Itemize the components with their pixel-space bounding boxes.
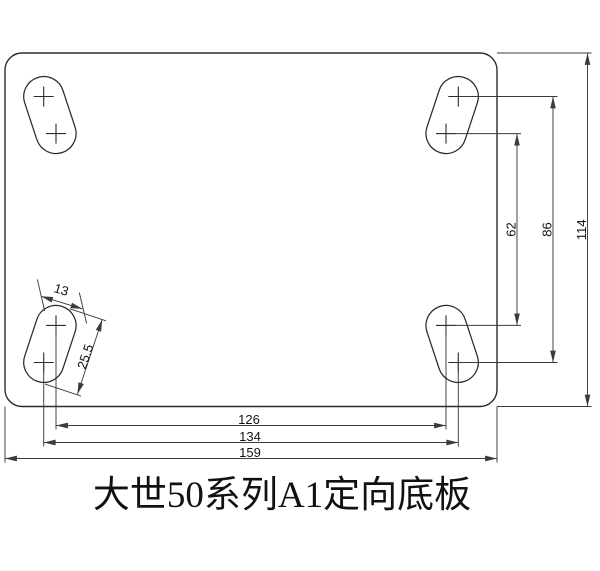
dim-label-62: 62 [504,222,519,236]
dim-line-25-5 [76,319,103,395]
dimension-lines [5,53,591,462]
mounting-slot-top-right [425,75,479,155]
dim-label-114: 114 [574,219,589,240]
mounting-slot-bottom-right [425,304,479,384]
dim-label-159: 159 [239,445,261,460]
extension-slot-length-top [69,308,107,322]
center-cross-top-left-inner [46,123,66,144]
dim-line-13 [40,295,83,310]
dim-label-13: 13 [52,280,70,299]
extension-slot-length-bottom [44,383,82,397]
drawing-caption: 大世50系列A1定向底板 [93,474,471,516]
dim-label-126: 126 [238,412,260,427]
mounting-slots [23,75,479,384]
mounting-slot-top-left [23,75,77,155]
extension-lines [4,52,592,463]
base-plate-outline [4,52,498,408]
dim-label-134: 134 [239,429,261,444]
dim-label-86: 86 [540,222,555,236]
center-cross-top-left-outer [33,86,54,107]
